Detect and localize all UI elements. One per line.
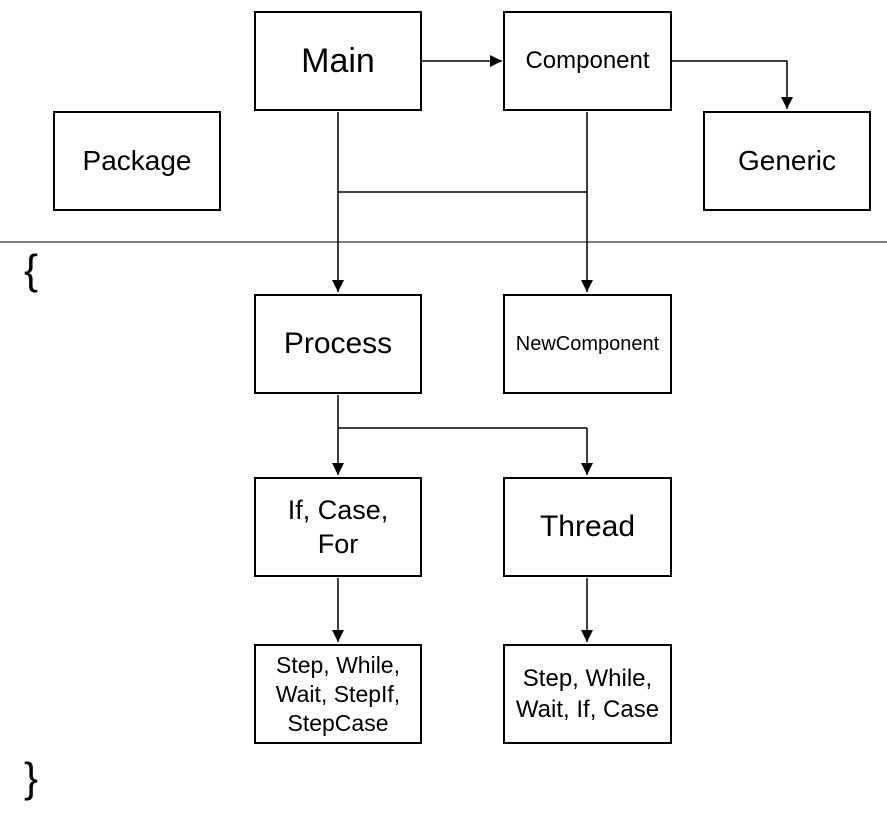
package-node: Package [53, 111, 221, 211]
process-children-node: Step, While, Wait, StepIf, StepCase [254, 644, 422, 744]
thread-children-node: Step, While, Wait, If, Case [503, 644, 672, 744]
component-node: Component [503, 11, 672, 111]
new-component-node: NewComponent [503, 294, 672, 394]
close-brace: } [24, 754, 39, 801]
thread-node: Thread [503, 477, 672, 577]
generic-node: Generic [703, 111, 871, 211]
main-node: Main [254, 11, 422, 111]
open-brace: { [24, 246, 39, 293]
process-node: Process [254, 294, 422, 394]
if-case-for-node: If, Case, For [254, 477, 422, 577]
edge-component-to-generic [672, 60, 793, 109]
